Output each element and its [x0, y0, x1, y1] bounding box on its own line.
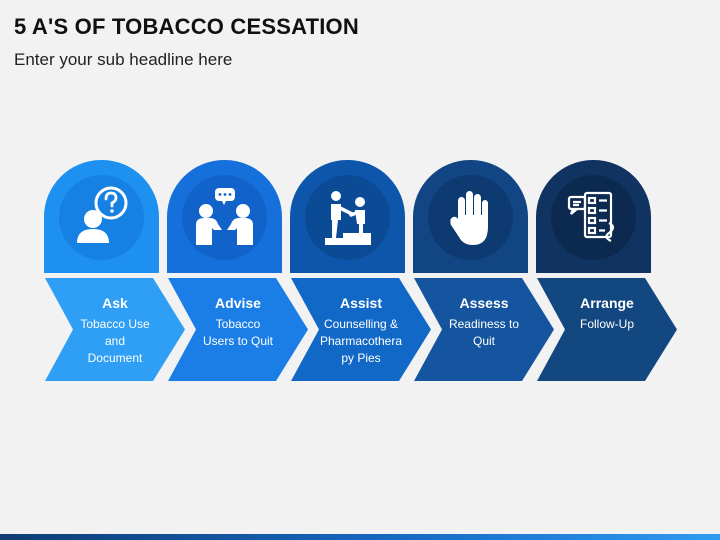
step-assist-chevron: Assist Counselling & Pharmacothera py Pi…	[291, 278, 431, 381]
chevron-shape	[291, 278, 431, 381]
step-arrange-chevron: Arrange Follow-Up	[537, 278, 677, 381]
checklist-icon	[567, 191, 615, 242]
step-assess-icon-circle	[428, 175, 513, 260]
step-ask-dome	[44, 160, 159, 273]
slide-title: 5 A'S OF TOBACCO CESSATION	[14, 14, 359, 39]
chevron-shape	[414, 278, 554, 381]
slide-subtitle: Enter your sub headline here	[14, 50, 233, 69]
step-assess-title: Assess	[459, 295, 509, 311]
step-advise-desc: Tobacco Users to Quit	[202, 317, 274, 348]
step-arrange-icon-circle	[551, 175, 636, 260]
question-person-icon	[77, 186, 128, 243]
step-assess-dome	[413, 160, 528, 273]
step-assess-chevron: Assess Readiness to Quit	[414, 278, 554, 381]
chevron-shape	[45, 278, 185, 381]
chevron-shape	[168, 278, 308, 381]
stop-hand-icon	[450, 191, 488, 245]
step-advise-icon-circle	[182, 175, 267, 260]
step-advise-title: Advise	[215, 295, 261, 311]
step-ask-icon-circle	[59, 175, 144, 260]
step-assist-desc: Counselling & Pharmacothera py Pies	[319, 317, 403, 365]
chevron-shape	[537, 278, 677, 381]
step-advise-chevron: Advise Tobacco Users to Quit	[168, 278, 308, 381]
helping-hand-icon	[325, 191, 371, 245]
step-ask-title: Ask	[102, 295, 128, 311]
step-advise-dome	[167, 160, 282, 273]
step-assist-title: Assist	[339, 295, 383, 311]
step-ask-desc: Tobacco Use and Document	[80, 317, 150, 365]
step-ask-chevron: Ask Tobacco Use and Document	[45, 278, 185, 381]
step-arrange-title: Arrange	[580, 295, 634, 311]
step-arrange-dome	[536, 160, 651, 273]
step-assist-icon-circle	[305, 175, 390, 260]
step-arrange-desc: Follow-Up	[579, 317, 634, 331]
step-assist-dome	[290, 160, 405, 273]
step-assess-desc: Readiness to Quit	[448, 317, 520, 348]
conversation-icon	[196, 188, 253, 245]
bottom-accent-bar	[0, 534, 720, 540]
